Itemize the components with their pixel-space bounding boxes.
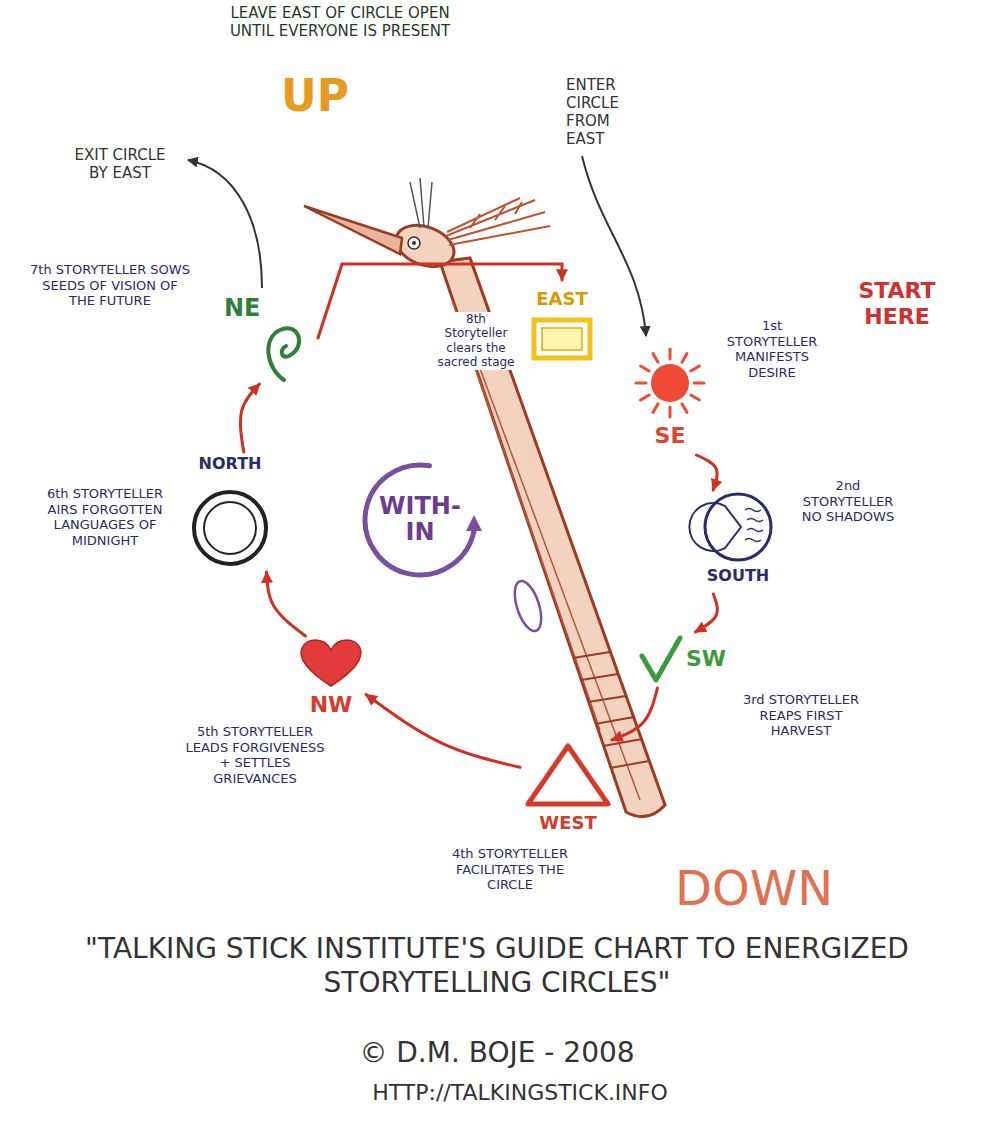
sun-disc (651, 364, 689, 402)
flow-arrow (612, 688, 658, 740)
bird-crest (410, 178, 432, 228)
direction-label: SE (628, 423, 712, 449)
sun-ray (682, 354, 687, 363)
check-station: SW3rd STORYTELLER REAPS FIRST HARVEST (636, 632, 728, 688)
caption-text: "TALKING STICK INSTITUTE'S GUIDE CHART T… (52, 932, 942, 999)
sun-ray (669, 407, 672, 417)
stick-grain (452, 300, 640, 800)
spiral-center: WITH-IN (355, 455, 485, 585)
triangle-symbol (528, 746, 608, 804)
sun-ray (694, 382, 704, 385)
ring-station: NORTH6th STORYTELLER AIRS FORGOTTEN LANG… (180, 452, 280, 572)
check-mark (642, 638, 680, 680)
storyteller-text: 7th STORYTELLER SOWS SEEDS OF VISION OF … (30, 262, 190, 309)
square-station: EAST8th Storyteller clears the sacred st… (522, 280, 602, 372)
bird-pupil (412, 241, 416, 245)
flow-arrow (240, 384, 259, 452)
spiral-loop (365, 465, 474, 575)
storyteller-text: 4th STORYTELLER FACILITATES THE CIRCLE (440, 846, 580, 893)
moon-face (689, 503, 741, 551)
direction-label: WEST (520, 812, 616, 834)
bird-eye (408, 237, 420, 249)
leaf-station: NE7th STORYTELLER SOWS SEEDS OF VISION O… (222, 292, 318, 384)
spiral-arrow-head (466, 515, 482, 531)
sun-ray (641, 395, 650, 400)
leaf-symbol (268, 328, 299, 380)
direction-label: SOUTH (695, 566, 781, 585)
bird-beak (304, 206, 402, 254)
note-label: DOWN (664, 860, 844, 918)
direction-label: WITH-IN (375, 493, 465, 546)
note-label: EXIT CIRCLE BY EAST (66, 146, 174, 182)
exit-leader-arrow (188, 160, 262, 288)
storyteller-text: 2nd STORYTELLER NO SHADOWS (792, 478, 904, 525)
sun-ray (653, 354, 658, 363)
direction-label: NW (296, 692, 366, 718)
sun-ray (653, 404, 658, 413)
square-outer (534, 320, 590, 358)
moon-disc (705, 494, 771, 560)
sun-ray (636, 382, 646, 385)
stick-rings (573, 652, 649, 768)
feather-tuft (446, 198, 550, 245)
flow-arrow (366, 695, 520, 768)
note-label: UP (262, 70, 368, 123)
note-label: LEAVE EAST OF CIRCLE OPEN UNTIL EVERYONE… (222, 4, 458, 40)
direction-label: SW (684, 646, 728, 672)
note-label: © D.M. BOJE - 2008 (297, 1036, 697, 1070)
moon-station: SOUTH2nd STORYTELLER NO SHADOWS (695, 490, 781, 594)
heart-symbol (301, 640, 361, 686)
direction-label: NE (224, 294, 274, 323)
ring-outer (194, 492, 266, 564)
storyteller-text: 6th STORYTELLER AIRS FORGOTTEN LANGUAGES… (36, 486, 174, 548)
note-label: ENTER CIRCLE FROM EAST (566, 76, 646, 148)
enter-leader-arrow (582, 156, 646, 336)
sun-ray (682, 404, 687, 413)
direction-label: EAST (522, 288, 602, 310)
storyteller-text: 3rd STORYTELLER REAPS FIRST HARVEST (742, 692, 860, 739)
sun-station: SE1st STORYTELLER MANIFESTS DESIRE (628, 345, 712, 455)
sun-ray (641, 366, 650, 371)
storyteller-text: 8th Storyteller clears the sacred stage (434, 312, 518, 370)
square-inner (542, 328, 582, 350)
moon-waves (745, 509, 763, 542)
storyteller-text: 1st STORYTELLER MANIFESTS DESIRE (716, 318, 828, 380)
note-label: HTTP://TALKINGSTICK.INFO (290, 1080, 750, 1106)
ring-inner (204, 502, 256, 554)
sun-ray (669, 349, 672, 359)
triangle-station: WEST4th STORYTELLER FACILITATES THE CIRC… (520, 740, 616, 840)
stick-bundle (510, 578, 547, 634)
note-label: START HERE (840, 278, 954, 331)
storyteller-text: 5th STORYTELLER LEADS FORGIVENESS + SETT… (185, 724, 325, 786)
sun-ray (691, 395, 700, 400)
flow-arrow (267, 572, 306, 636)
talking-stick (304, 178, 665, 817)
flow-arrow (695, 594, 717, 632)
sun-ray (691, 366, 700, 371)
heart-station: NW5th STORYTELLER LEADS FORGIVENESS + SE… (296, 636, 366, 720)
direction-label: NORTH (180, 454, 280, 473)
flow-arrow (696, 455, 717, 490)
